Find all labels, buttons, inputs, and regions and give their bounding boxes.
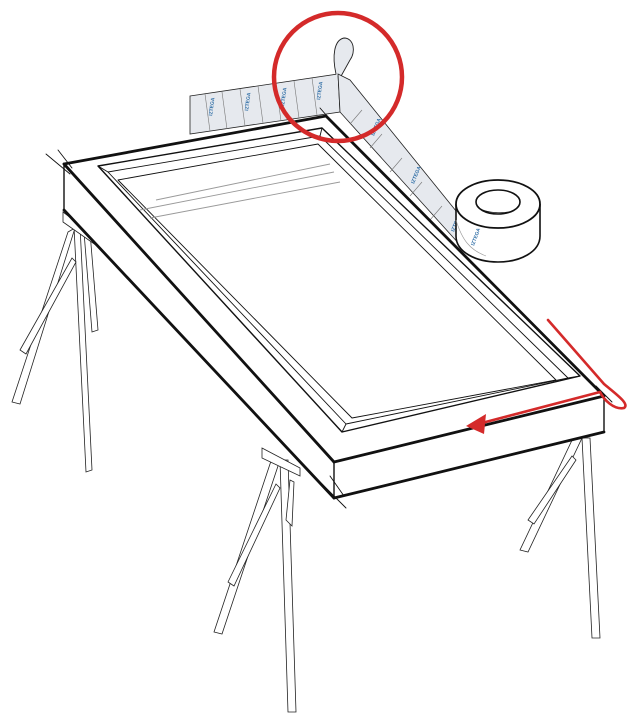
sawhorse-front-left — [213, 447, 301, 713]
arrow-left-icon — [466, 318, 627, 434]
tape-roll-icon: IZTEGA — [455, 179, 541, 263]
tape-brand-text: IZTEGA — [280, 87, 289, 106]
tape-brand-text: IZTEGA — [316, 81, 325, 100]
circle-highlight-icon — [271, 10, 405, 144]
window-frame — [45, 107, 613, 509]
applied-tape: IZTEGA IZTEGA IZTEGA IZTEGA IZTEGA IZTEG… — [189, 37, 487, 257]
sawhorse-left — [11, 211, 101, 473]
sawhorse-front-right — [519, 435, 601, 639]
tape-brand-text: IZTEGA — [244, 92, 253, 111]
tape-brand-text: IZTEGA — [208, 97, 217, 116]
